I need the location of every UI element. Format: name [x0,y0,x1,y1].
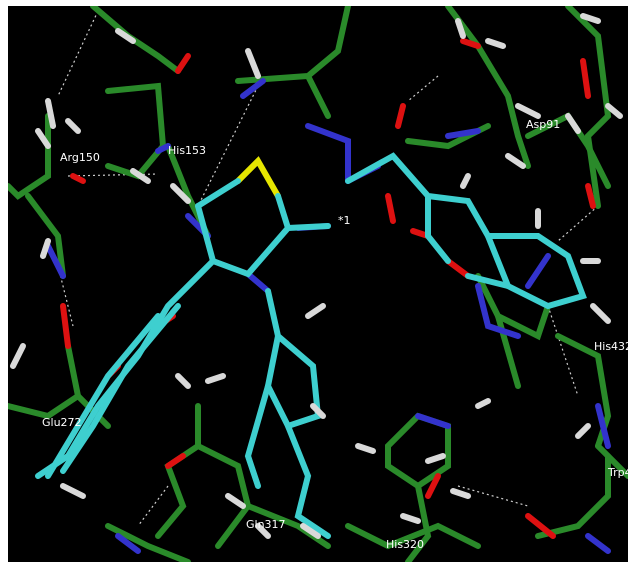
oxygen-atoms [60,38,596,539]
hydrogen-atoms [10,13,623,539]
label-gln317: Gln317 [246,518,286,531]
label-asp91: Asp91 [526,118,560,131]
label-his432: His432 [594,340,628,353]
protein-residues [8,6,628,562]
nitrogen-atoms [45,78,611,554]
ligand-molecule [35,152,587,539]
residue-labels: Arg150 His153 Asp91 *1 His432 Glu272 Gln… [42,118,628,551]
label-trp: Trp4 [607,466,628,479]
label-his153: His153 [168,144,206,157]
label-his320: His320 [386,538,424,551]
molecule-scene: Arg150 His153 Asp91 *1 His432 Glu272 Gln… [8,6,628,562]
label-arg150: Arg150 [60,151,100,164]
label-star1: *1 [338,214,351,227]
label-glu272: Glu272 [42,416,82,429]
